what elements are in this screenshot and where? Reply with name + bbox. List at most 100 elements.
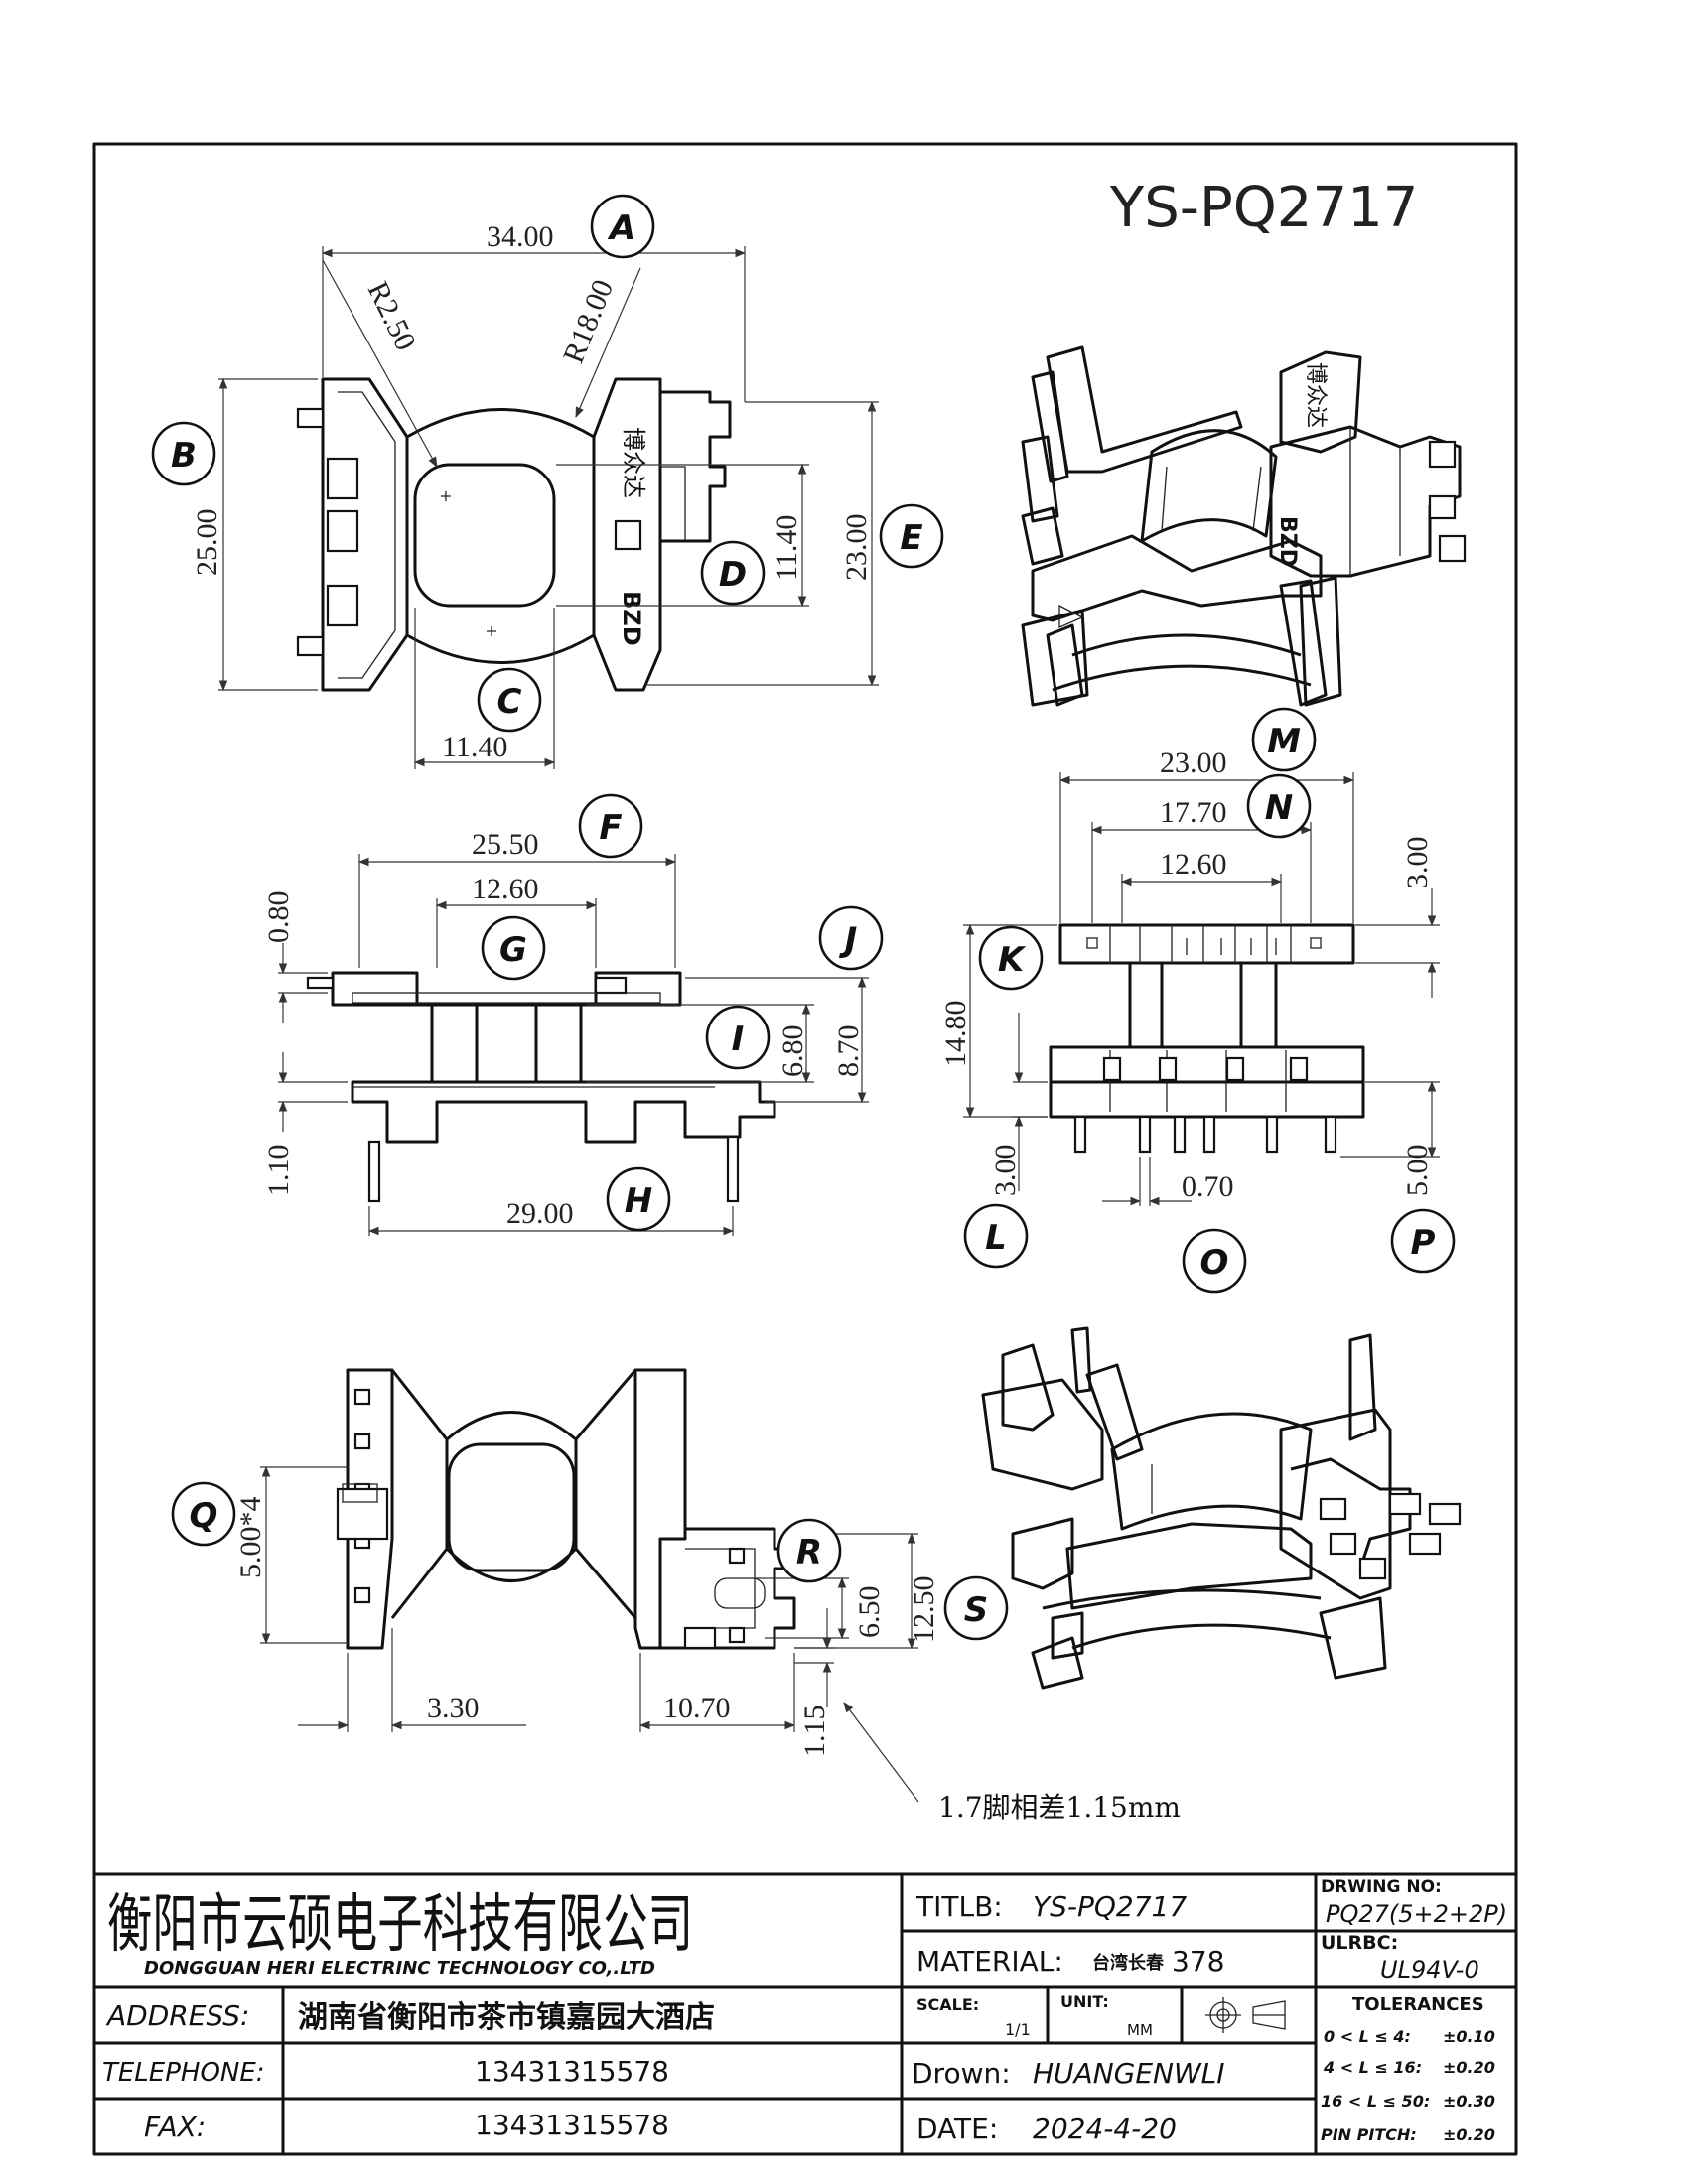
svg-text:4 < L ≤ 16:: 4 < L ≤ 16: xyxy=(1323,2058,1422,2077)
callout-i: I xyxy=(705,1005,771,1070)
telephone-value: 13431315578 xyxy=(475,2055,669,2088)
side-view: 23.00 17.70 12.60 3.00 14.80 3.00 0.70 xyxy=(939,747,1440,1206)
svg-text:R: R xyxy=(796,1533,822,1572)
dim-g-value: 12.60 xyxy=(472,873,539,905)
scale-value: 1/1 xyxy=(1005,2020,1031,2039)
svg-text:±0.20: ±0.20 xyxy=(1443,2125,1495,2144)
dim-33-value: 3.30 xyxy=(427,1692,480,1724)
dim-b-value: 25.00 xyxy=(191,509,223,577)
tolerance-row: 0 < L ≤ 4: ±0.10 xyxy=(1324,2027,1495,2046)
callout-r: R xyxy=(776,1518,842,1583)
dim-f-value: 25.50 xyxy=(472,828,539,861)
dim-a-value: 34.00 xyxy=(487,220,554,253)
drawing-no-value: PQ27(5+2+2P) xyxy=(1326,1900,1507,1928)
company-name-cn: 衡阳市云硕电子科技有限公司 xyxy=(107,1888,693,1962)
iso-view-top: 博众达 BZD xyxy=(1021,345,1467,707)
dim-107-value: 10.70 xyxy=(663,1692,731,1724)
material-maker: 台湾长春 xyxy=(1092,1952,1165,1974)
fax-value: 13431315578 xyxy=(475,2109,669,2141)
callout-o: O xyxy=(1182,1228,1247,1294)
drawing-no-label: DRWING NO: xyxy=(1321,1877,1442,1897)
svg-text:S: S xyxy=(964,1590,989,1630)
callout-l: L xyxy=(963,1203,1029,1269)
dim-j-value: 8.70 xyxy=(832,1025,865,1078)
iso-view-bottom xyxy=(981,1326,1462,1690)
svg-text:P: P xyxy=(1411,1223,1436,1263)
dim-d-value: 11.40 xyxy=(771,515,803,581)
address-label: ADDRESS: xyxy=(105,1999,249,2032)
svg-text:L: L xyxy=(985,1218,1007,1258)
fax-label: FAX: xyxy=(144,2111,206,2143)
callout-b: B xyxy=(151,421,216,486)
dim-q-value: 14.80 xyxy=(939,1001,972,1068)
callout-a: A xyxy=(590,194,655,259)
callout-d: D xyxy=(700,540,766,606)
ulrbc-value: UL94V-0 xyxy=(1380,1956,1479,1983)
callout-c: C xyxy=(477,667,542,733)
svg-text:±0.30: ±0.30 xyxy=(1443,2092,1495,2111)
svg-text:M: M xyxy=(1267,722,1301,761)
callout-q: Q xyxy=(171,1481,236,1547)
unit-label: UNIT: xyxy=(1060,1992,1109,2011)
dim-r-value: 3.00 xyxy=(989,1145,1022,1197)
svg-text:0 < L ≤ 4:: 0 < L ≤ 4: xyxy=(1324,2027,1411,2046)
drawing-title: YS-PQ2717 xyxy=(1109,176,1418,240)
svg-text:K: K xyxy=(998,940,1027,980)
offset-note: 1.7脚相差1.15mm xyxy=(938,1791,1181,1824)
maker-mark: 博众达 xyxy=(620,427,647,498)
material-label: MATERIAL: xyxy=(916,1945,1063,1978)
callout-s: S xyxy=(943,1575,1009,1641)
svg-text:G: G xyxy=(499,930,527,970)
svg-text:±0.20: ±0.20 xyxy=(1443,2058,1495,2077)
logo-mark: BZD xyxy=(618,591,645,646)
dim-e-value: 23.00 xyxy=(840,514,873,582)
ulrbc-label: ULRBC: xyxy=(1321,1932,1398,1954)
svg-text:H: H xyxy=(625,1181,652,1221)
dim-115-value: 1.15 xyxy=(798,1706,831,1758)
callout-k: K xyxy=(978,925,1044,991)
dim-l-value: 1.10 xyxy=(262,1145,295,1197)
dim-p-value: 3.00 xyxy=(1401,837,1434,889)
callout-j: J xyxy=(818,905,884,971)
bottom-view: 5.00*4 6.50 12.50 3.30 10.70 1.15 1.7脚相差… xyxy=(234,1368,1181,1824)
callout-m: M xyxy=(1251,707,1317,772)
titlb-label: TITLB: xyxy=(915,1890,1003,1923)
dim-t-value: 5.00 xyxy=(1401,1145,1434,1197)
dim-65-value: 6.50 xyxy=(853,1586,886,1639)
svg-text:N: N xyxy=(1265,788,1293,828)
callout-n: N xyxy=(1246,773,1312,839)
dim-s-value: 0.70 xyxy=(1182,1170,1234,1203)
callout-g: G xyxy=(481,915,546,981)
svg-text:I: I xyxy=(732,1020,745,1059)
title-block: 衡阳市云硕电子科技有限公司 DONGGUAN HERI ELECTRINC TE… xyxy=(94,1872,1516,2154)
tolerances-label: TOLERANCES xyxy=(1352,1994,1484,2015)
unit-value: MM xyxy=(1127,2021,1153,2039)
dim-i-value: 6.80 xyxy=(776,1025,809,1078)
telephone-label: TELEPHONE: xyxy=(102,2058,265,2088)
dim-h-value: 29.00 xyxy=(506,1197,574,1230)
titlb-value: YS-PQ2717 xyxy=(1033,1890,1187,1923)
dim-radius-large: R18.00 xyxy=(557,275,620,368)
dim-k-value: 0.80 xyxy=(262,891,295,944)
dim-c-value: 11.40 xyxy=(442,731,507,763)
address-value: 湖南省衡阳市茶市镇嘉园大酒店 xyxy=(298,2000,715,2035)
date-label: DATE: xyxy=(916,2113,998,2145)
dim-o-value: 12.60 xyxy=(1160,848,1227,881)
company-name-en: DONGGUAN HERI ELECTRINC TECHNOLOGY CO,.L… xyxy=(144,1958,655,1979)
svg-text:C: C xyxy=(497,682,522,722)
date-value: 2024-4-20 xyxy=(1033,2113,1177,2145)
drawn-label: Drown: xyxy=(912,2057,1011,2090)
svg-text:D: D xyxy=(719,555,747,595)
front-view: 25.50 12.60 29.00 0.80 1.10 6.80 8.70 xyxy=(262,828,869,1236)
scale-label: SCALE: xyxy=(916,1995,979,2014)
callouts: A B C D E F G H I J K L M N O P Q R S xyxy=(151,194,1456,1641)
svg-text:A: A xyxy=(607,208,635,248)
callout-e: E xyxy=(879,503,944,569)
svg-text:Q: Q xyxy=(190,1496,218,1536)
svg-text:E: E xyxy=(900,518,922,558)
tolerance-row: 4 < L ≤ 16: ±0.20 xyxy=(1323,2058,1495,2077)
callout-p: P xyxy=(1390,1208,1456,1274)
svg-text:B: B xyxy=(171,436,197,476)
svg-text:F: F xyxy=(599,808,622,848)
